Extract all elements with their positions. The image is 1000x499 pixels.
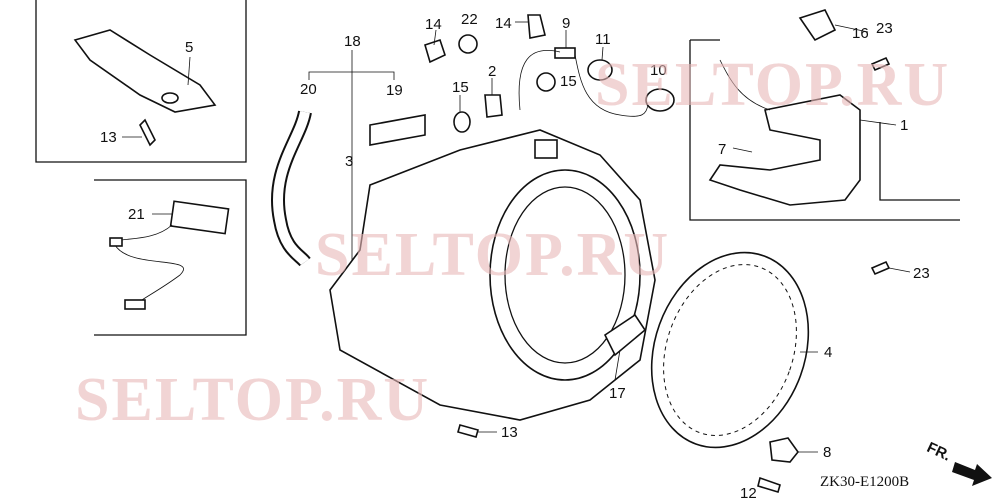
callout-13: 13 <box>100 129 117 146</box>
callout-17: 17 <box>609 385 626 402</box>
part-8-clamp <box>769 437 800 463</box>
bolt-12-icon <box>757 476 781 493</box>
part-4-screen <box>650 251 810 449</box>
inset-frame-5 <box>35 0 247 163</box>
part-5-guard <box>73 29 217 113</box>
part-15-grommet <box>536 72 556 92</box>
callout-23: 23 <box>876 20 893 37</box>
callout-2: 2 <box>488 63 496 80</box>
callout-14: 14 <box>425 16 442 33</box>
callout-5: 5 <box>185 39 193 56</box>
bolt-23-icon <box>870 56 891 72</box>
part-10-socket <box>645 88 675 112</box>
bolt-13b-icon <box>457 424 479 438</box>
bolt-13-icon <box>139 118 156 147</box>
callout-11: 11 <box>595 31 611 48</box>
callout-4: 4 <box>824 344 832 361</box>
diagram-code: ZK30-E1200B <box>820 474 909 490</box>
callout-14b: 14 <box>495 15 512 32</box>
callout-21: 21 <box>128 206 145 223</box>
watermark: SELTOP.RU <box>595 51 950 119</box>
callout-12: 12 <box>740 485 757 499</box>
watermark: SELTOP.RU <box>75 366 430 434</box>
callout-15: 15 <box>560 73 577 90</box>
callout-23b: 23 <box>913 265 930 282</box>
part-17-plate <box>603 313 647 357</box>
front-direction-arrow-icon: FR. <box>924 439 992 486</box>
part-15-grommet-b <box>453 111 471 133</box>
callout-18: 18 <box>344 33 361 50</box>
callout-20: 20 <box>300 81 317 98</box>
callout-16: 16 <box>852 25 869 42</box>
part-9-lead <box>554 47 576 59</box>
callout-15b: 15 <box>452 79 469 96</box>
part-14-clip-b <box>527 14 546 39</box>
part-22-cap <box>458 34 478 54</box>
callout-9: 9 <box>562 15 570 32</box>
callout-7: 7 <box>718 141 726 158</box>
part-1-bracket <box>708 94 861 206</box>
part-16-clip <box>798 9 837 42</box>
inset-frame-21 <box>94 179 247 336</box>
part-11-grommet <box>587 59 613 81</box>
inset-frame-1 <box>689 40 960 221</box>
bolt-23b-icon <box>870 260 891 276</box>
part-2-clip <box>484 94 503 118</box>
callout-3: 3 <box>345 153 353 170</box>
callout-22: 22 <box>461 11 478 28</box>
callout-1: 1 <box>900 117 908 134</box>
part-19-seal <box>369 114 426 146</box>
callout-10: 10 <box>650 62 667 79</box>
callout-19: 19 <box>386 82 403 99</box>
callout-8: 8 <box>823 444 831 461</box>
shroud-opening <box>489 169 641 381</box>
callout-13b: 13 <box>501 424 518 441</box>
direction-label: FR. <box>924 439 953 465</box>
watermark: SELTOP.RU <box>315 221 670 289</box>
part-14-clip <box>424 38 446 64</box>
part-21-switch <box>169 200 230 235</box>
